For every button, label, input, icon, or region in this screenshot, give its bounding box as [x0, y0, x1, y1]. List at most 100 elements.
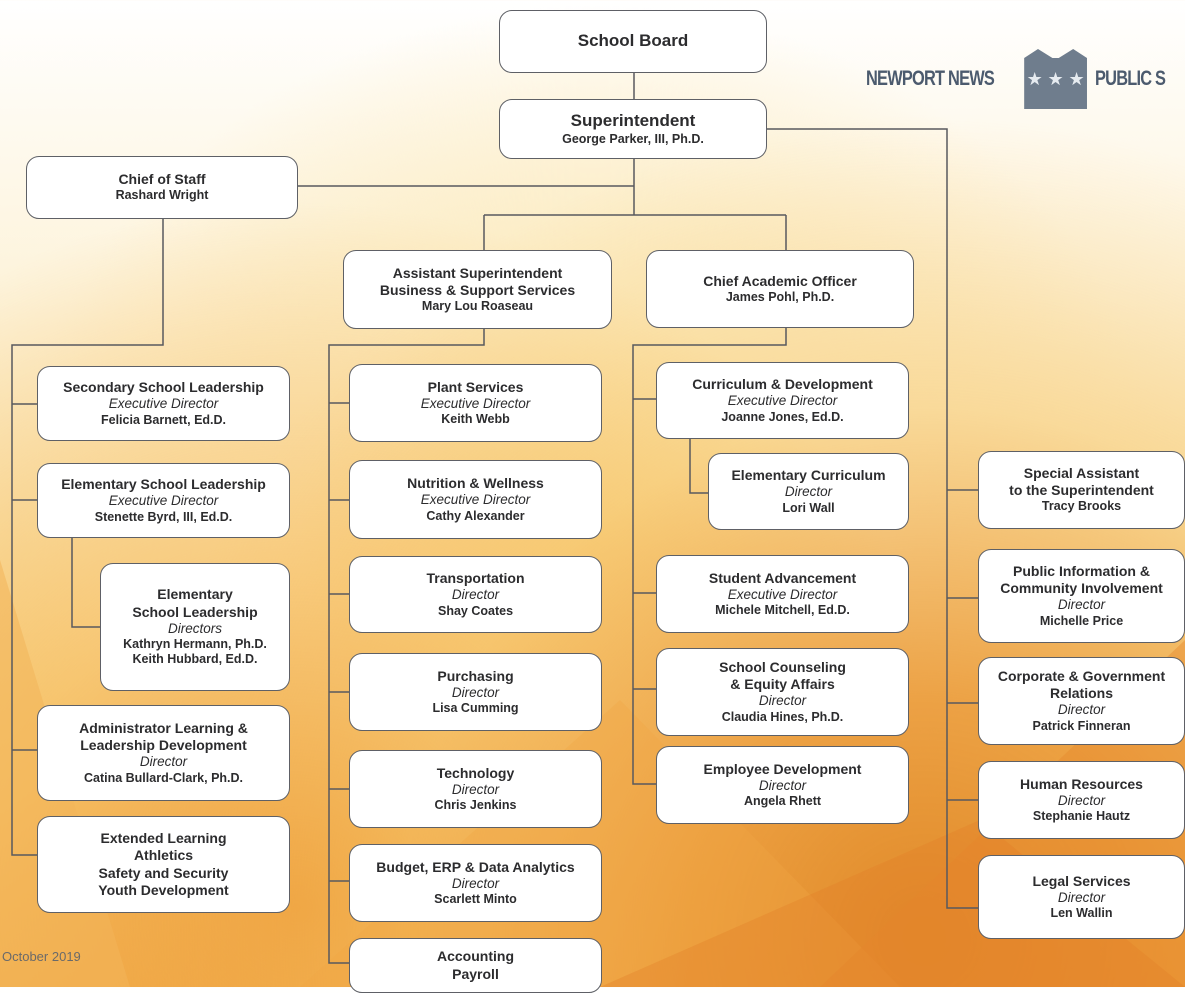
- box-title: Curriculum & Development: [692, 376, 873, 393]
- district-logo: NEWPORT NEWS ★ ★ ★ PUBLIC S: [866, 44, 1185, 114]
- date-footer: October 2019: [2, 949, 81, 964]
- box-title: & Equity Affairs: [730, 676, 835, 693]
- legal-services-box: Legal Services Director Len Wallin: [978, 855, 1185, 939]
- purchasing-box: Purchasing Director Lisa Cumming: [349, 653, 602, 731]
- box-title: Student Advancement: [708, 569, 857, 586]
- curriculum-development-box: Curriculum & Development Executive Direc…: [656, 362, 909, 439]
- box-line: Accounting: [437, 948, 514, 965]
- box-title: School Leadership: [132, 603, 258, 620]
- box-title: Public Information &: [1013, 563, 1150, 580]
- box-role: Executive Director: [727, 393, 838, 409]
- box-name: Catina Bullard-Clark, Ph.D.: [83, 770, 244, 785]
- box-line: Extended Learning: [100, 830, 227, 847]
- human-resources-box: Human Resources Director Stephanie Hautz: [978, 761, 1185, 839]
- box-role: Director: [451, 781, 500, 797]
- logo-wordmark-left: NEWPORT NEWS: [866, 67, 995, 90]
- budget-erp-box: Budget, ERP & Data Analytics Director Sc…: [349, 844, 602, 922]
- school-counseling-box: School Counseling & Equity Affairs Direc…: [656, 648, 909, 736]
- box-title: Technology: [436, 764, 515, 781]
- box-role: Director: [451, 684, 500, 700]
- box-title: Community Involvement: [1000, 580, 1163, 597]
- box-line: Youth Development: [98, 881, 229, 898]
- technology-box: Technology Director Chris Jenkins: [349, 750, 602, 828]
- box-name: Cathy Alexander: [426, 508, 525, 523]
- box-title: Human Resources: [1020, 775, 1143, 792]
- school-board-box: School Board: [499, 10, 767, 73]
- box-role: Director: [139, 754, 188, 770]
- extended-learning-box: Extended Learning Athletics Safety and S…: [37, 816, 290, 913]
- box-role: Director: [758, 693, 807, 709]
- star-icon: ★: [1068, 68, 1085, 89]
- box-title: Elementary Curriculum: [731, 467, 886, 484]
- box-name: Lori Wall: [782, 500, 835, 515]
- logo-star-emblem: ★ ★ ★: [1024, 49, 1087, 109]
- box-title: Elementary: [157, 586, 233, 603]
- box-line: Athletics: [133, 847, 194, 864]
- box-role: Executive Director: [727, 586, 838, 602]
- box-line: Payroll: [452, 965, 499, 982]
- box-name: Patrick Finneran: [1032, 718, 1131, 733]
- box-title: Secondary School Leadership: [63, 379, 264, 396]
- box-title: Nutrition & Wellness: [407, 475, 544, 492]
- box-title: Corporate & Government: [997, 668, 1166, 685]
- box-name: Stephanie Hautz: [1032, 809, 1131, 824]
- corporate-government-box: Corporate & Government Relations Directo…: [978, 657, 1185, 745]
- box-name: Chris Jenkins: [434, 798, 517, 813]
- box-title: Administrator Learning &: [79, 720, 248, 737]
- box-title: Superintendent: [570, 111, 696, 130]
- box-title: Purchasing: [437, 667, 514, 684]
- secondary-school-leadership-box: Secondary School Leadership Executive Di…: [37, 366, 290, 441]
- box-line: Safety and Security: [98, 864, 229, 881]
- chief-academic-officer-box: Chief Academic Officer James Pohl, Ph.D.: [646, 250, 914, 328]
- box-name: Len Wallin: [1050, 906, 1113, 921]
- box-title: to the Superintendent: [1009, 482, 1154, 499]
- box-role: Director: [758, 777, 807, 793]
- nutrition-wellness-box: Nutrition & Wellness Executive Director …: [349, 460, 602, 539]
- box-name: Felicia Barnett, Ed.D.: [100, 412, 227, 427]
- superintendent-box: Superintendent George Parker, III, Ph.D.: [499, 99, 767, 159]
- employee-development-box: Employee Development Director Angela Rhe…: [656, 746, 909, 824]
- box-name: George Parker, III, Ph.D.: [562, 131, 704, 146]
- box-title: Special Assistant: [1023, 465, 1140, 482]
- box-name: Shay Coates: [437, 603, 514, 618]
- student-advancement-box: Student Advancement Executive Director M…: [656, 555, 909, 633]
- box-name: Keith Hubbard, Ed.D.: [132, 652, 258, 667]
- box-name: Tracy Brooks: [1041, 499, 1122, 514]
- box-name: Michelle Price: [1039, 613, 1124, 628]
- box-title: Transportation: [426, 570, 525, 587]
- box-title: Leadership Development: [80, 737, 247, 754]
- box-role: Executive Director: [108, 396, 219, 412]
- transportation-box: Transportation Director Shay Coates: [349, 556, 602, 633]
- special-assistant-box: Special Assistant to the Superintendent …: [978, 451, 1185, 529]
- box-name: Keith Webb: [441, 412, 510, 427]
- box-name: Angela Rhett: [743, 794, 822, 809]
- box-title: School Board: [577, 31, 689, 51]
- box-title: Business & Support Services: [379, 281, 576, 298]
- box-title: Employee Development: [703, 760, 862, 777]
- box-title: School Counseling: [719, 659, 846, 676]
- box-role: Directors: [167, 620, 222, 636]
- box-name: Lisa Cumming: [432, 701, 519, 716]
- accounting-payroll-box: Accounting Payroll: [349, 938, 602, 993]
- box-title: Budget, ERP & Data Analytics: [376, 858, 575, 875]
- administrator-learning-box: Administrator Learning & Leadership Deve…: [37, 705, 290, 801]
- box-role: Director: [1057, 889, 1106, 905]
- plant-services-box: Plant Services Executive Director Keith …: [349, 364, 602, 442]
- box-title: Chief Academic Officer: [703, 272, 857, 289]
- box-role: Director: [451, 587, 500, 603]
- elementary-directors-box: Elementary School Leadership Directors K…: [100, 563, 290, 691]
- logo-wordmark-right: PUBLIC S: [1094, 67, 1166, 90]
- box-title: Elementary School Leadership: [61, 476, 266, 493]
- chief-of-staff-box: Chief of Staff Rashard Wright: [26, 156, 298, 219]
- elementary-curriculum-box: Elementary Curriculum Director Lori Wall: [708, 453, 909, 530]
- box-title: Relations: [1049, 685, 1113, 702]
- box-role: Director: [1057, 702, 1106, 718]
- box-role: Executive Director: [108, 493, 219, 509]
- public-information-box: Public Information & Community Involveme…: [978, 549, 1185, 643]
- box-title: Plant Services: [427, 378, 524, 395]
- star-icon: ★: [1026, 68, 1043, 89]
- box-name: Rashard Wright: [115, 188, 209, 203]
- box-name: Scarlett Minto: [434, 892, 517, 907]
- box-role: Director: [451, 875, 500, 891]
